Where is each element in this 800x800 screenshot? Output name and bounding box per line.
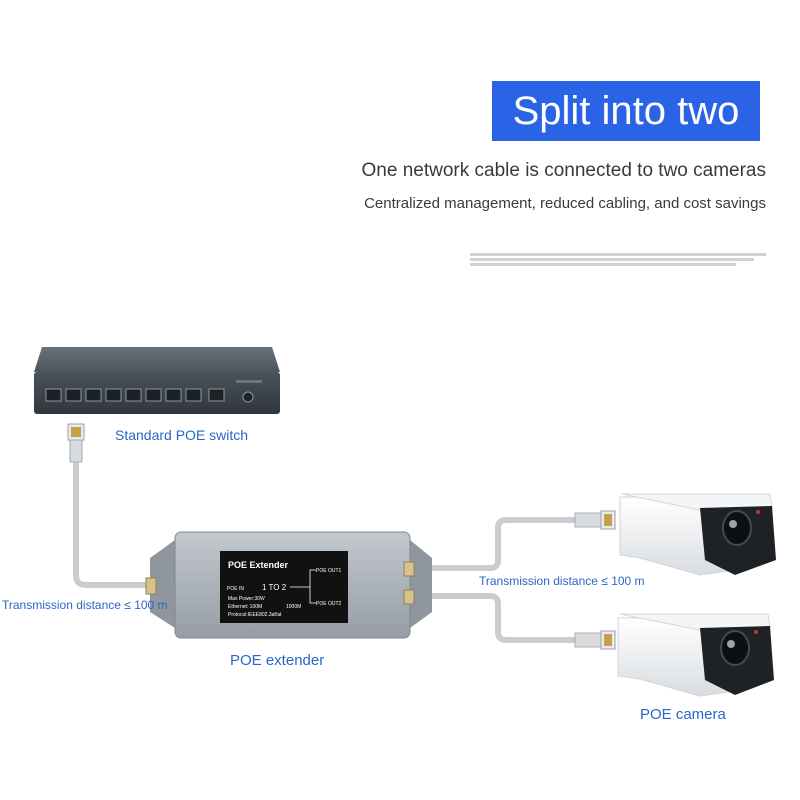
switch-power-port: [242, 391, 254, 403]
title-banner: Split into two: [492, 81, 760, 141]
title-text: Split into two: [512, 88, 740, 133]
cable-switch-to-extender: [73, 459, 153, 588]
extender-label: POE extender: [230, 652, 325, 669]
subtitle: One network cable is connected to two ca…: [361, 160, 766, 181]
distance-label-left: Transmission distance ≤ 100 m: [2, 598, 168, 612]
panel-poe-out2: POE OUT2: [316, 601, 342, 607]
panel-title: POE Extender: [228, 560, 289, 570]
cable-extender-to-camera-bottom: [425, 593, 588, 643]
rj45-connector-camera-top: [574, 510, 616, 530]
poe-camera-top: [619, 493, 776, 576]
switch-ports: [45, 388, 225, 402]
fine-print-line: [470, 253, 766, 256]
rj45-connector-switch: [67, 423, 85, 463]
panel-protocol: Protocol:IEEE802.3af/at: [228, 612, 282, 618]
rj45-connector-camera-bottom: [574, 630, 616, 650]
distance-label-right: Transmission distance ≤ 100 m: [479, 574, 645, 588]
camera-label: POE camera: [640, 706, 726, 723]
panel-mode: 1 TO 2: [262, 583, 287, 592]
fine-print-lines: [470, 253, 766, 266]
poe-camera-bottom: [617, 613, 774, 697]
cable-extender-to-camera-top: [425, 517, 588, 571]
fine-print-line: [470, 258, 755, 261]
cables: [73, 459, 588, 643]
panel-poe-in: POE IN: [227, 586, 244, 592]
poe-extender: POE Extender 1 TO 2 POE IN POE OUT1 POE …: [145, 531, 432, 639]
fine-print-line: [470, 263, 737, 266]
switch-label: Standard POE switch: [115, 427, 249, 443]
tagline: Centralized management, reduced cabling,…: [364, 195, 766, 212]
panel-poe-out1: POE OUT1: [316, 568, 342, 574]
panel-ethernet: Ethernet: 100M: [228, 604, 262, 610]
panel-ethernet-alt: 1000M: [286, 604, 301, 610]
panel-max-power: Max Power:30W: [228, 596, 265, 602]
poe-switch: [34, 347, 280, 414]
